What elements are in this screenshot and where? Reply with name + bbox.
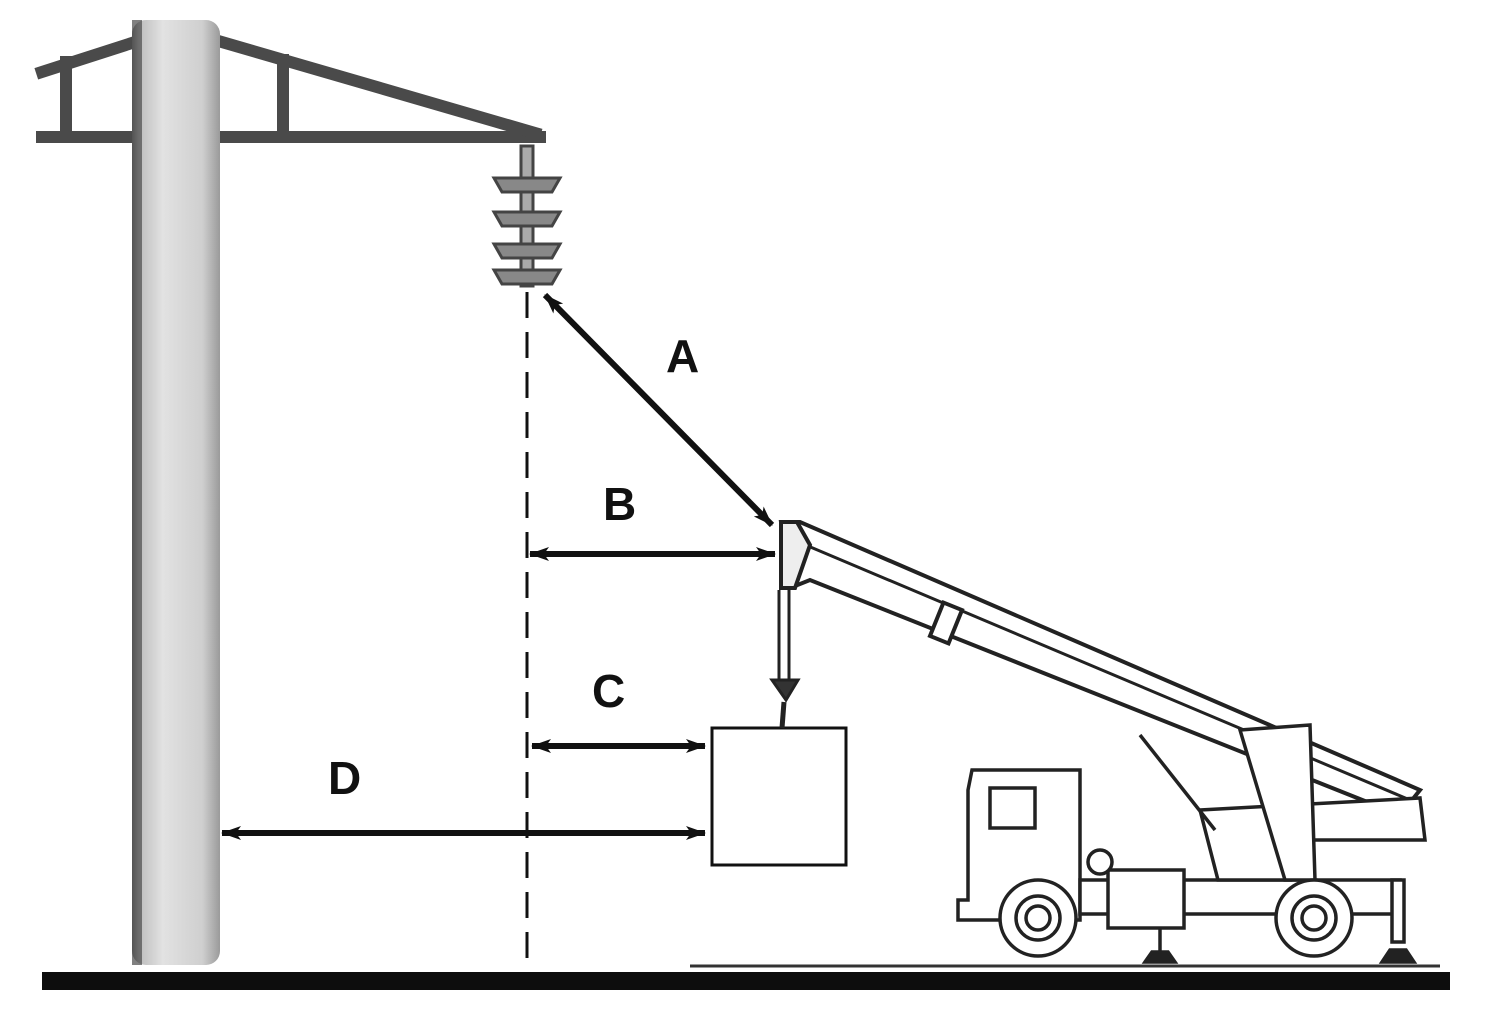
dimension-label-c: C (592, 665, 626, 717)
dimension-label-a: A (666, 330, 700, 382)
dimension-label-b: B (603, 478, 637, 530)
ground (42, 972, 1450, 990)
insulator (491, 144, 563, 288)
utility-pole (132, 20, 220, 965)
cross-arm (34, 32, 546, 143)
crane-hook (769, 590, 801, 729)
crane-truck (956, 723, 1427, 964)
dimension-a-arrow (542, 292, 775, 528)
load-box (710, 726, 848, 867)
telescopic-boom (778, 520, 1424, 818)
dimension-label-d: D (328, 752, 362, 804)
